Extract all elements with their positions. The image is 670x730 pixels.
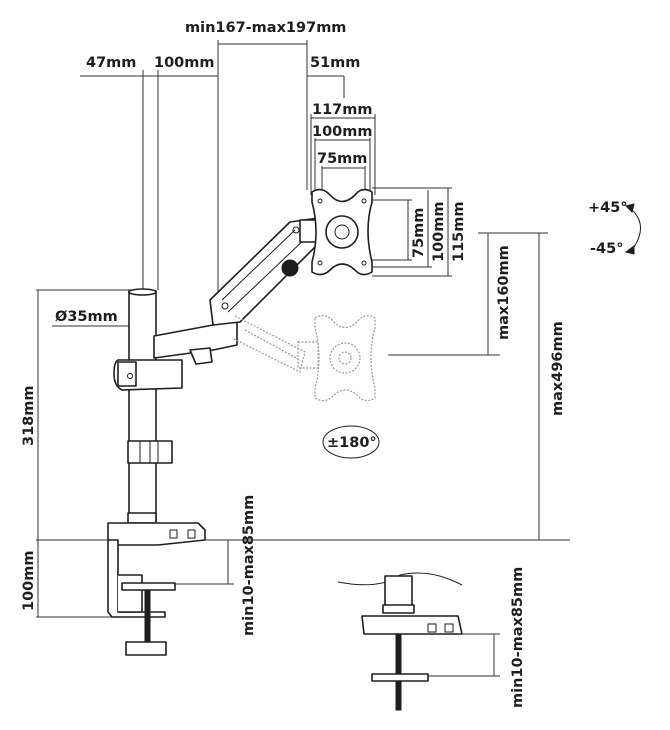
pole-to-arm-label: 100mm (154, 55, 215, 71)
height-adjust-label: max160mm (496, 245, 512, 340)
lower-arm (153, 319, 238, 365)
top-dimension-lines (80, 40, 345, 330)
clamp-height-label: 100mm (21, 551, 37, 612)
max-height-label: max496mm (550, 321, 566, 416)
clamp-range-label: min10-max85mm (241, 495, 257, 636)
vesa-height-lines (362, 187, 452, 277)
ghost-arm-lowered (231, 315, 319, 373)
vesa-outer-width-label: 117mm (312, 102, 373, 118)
vesa-plate (311, 188, 373, 276)
grommet-mount (337, 572, 463, 711)
tilt-up-label: +45° (588, 200, 628, 216)
height-dimension-lines (388, 232, 548, 540)
grommet-range-label: min10-max85mm (510, 567, 526, 708)
cable-clip (127, 440, 173, 464)
tilt-arrow-icon (624, 203, 641, 255)
rotate-arrow-icon (322, 425, 380, 459)
vesa-width-lines (310, 114, 376, 195)
vesa-100-height-label: 100mm (431, 202, 447, 263)
desk-clamp (107, 512, 206, 656)
pole (128, 288, 157, 526)
arm-reach-label: min167-max197mm (185, 20, 346, 36)
vesa-75-width-label: 75mm (317, 151, 367, 167)
vesa-outer-height-label: 115mm (451, 202, 467, 263)
pole-diameter-label: Ø35mm (55, 309, 118, 325)
vesa-plate-ghost (314, 315, 376, 402)
rotate-label: ±180° (327, 435, 377, 451)
pole-height-label: 318mm (21, 386, 37, 447)
grommet-range-lines (428, 633, 500, 677)
vesa-100-width-label: 100mm (312, 124, 373, 140)
height-collar (113, 359, 183, 391)
tilt-down-label: -45° (590, 241, 623, 257)
pole-offset-label: 47mm (86, 55, 136, 71)
gas-spring-arm (209, 217, 323, 326)
clamp-range-lines (175, 539, 300, 585)
head-offset-label: 51mm (310, 55, 360, 71)
vesa-75-height-label: 75mm (411, 208, 427, 258)
